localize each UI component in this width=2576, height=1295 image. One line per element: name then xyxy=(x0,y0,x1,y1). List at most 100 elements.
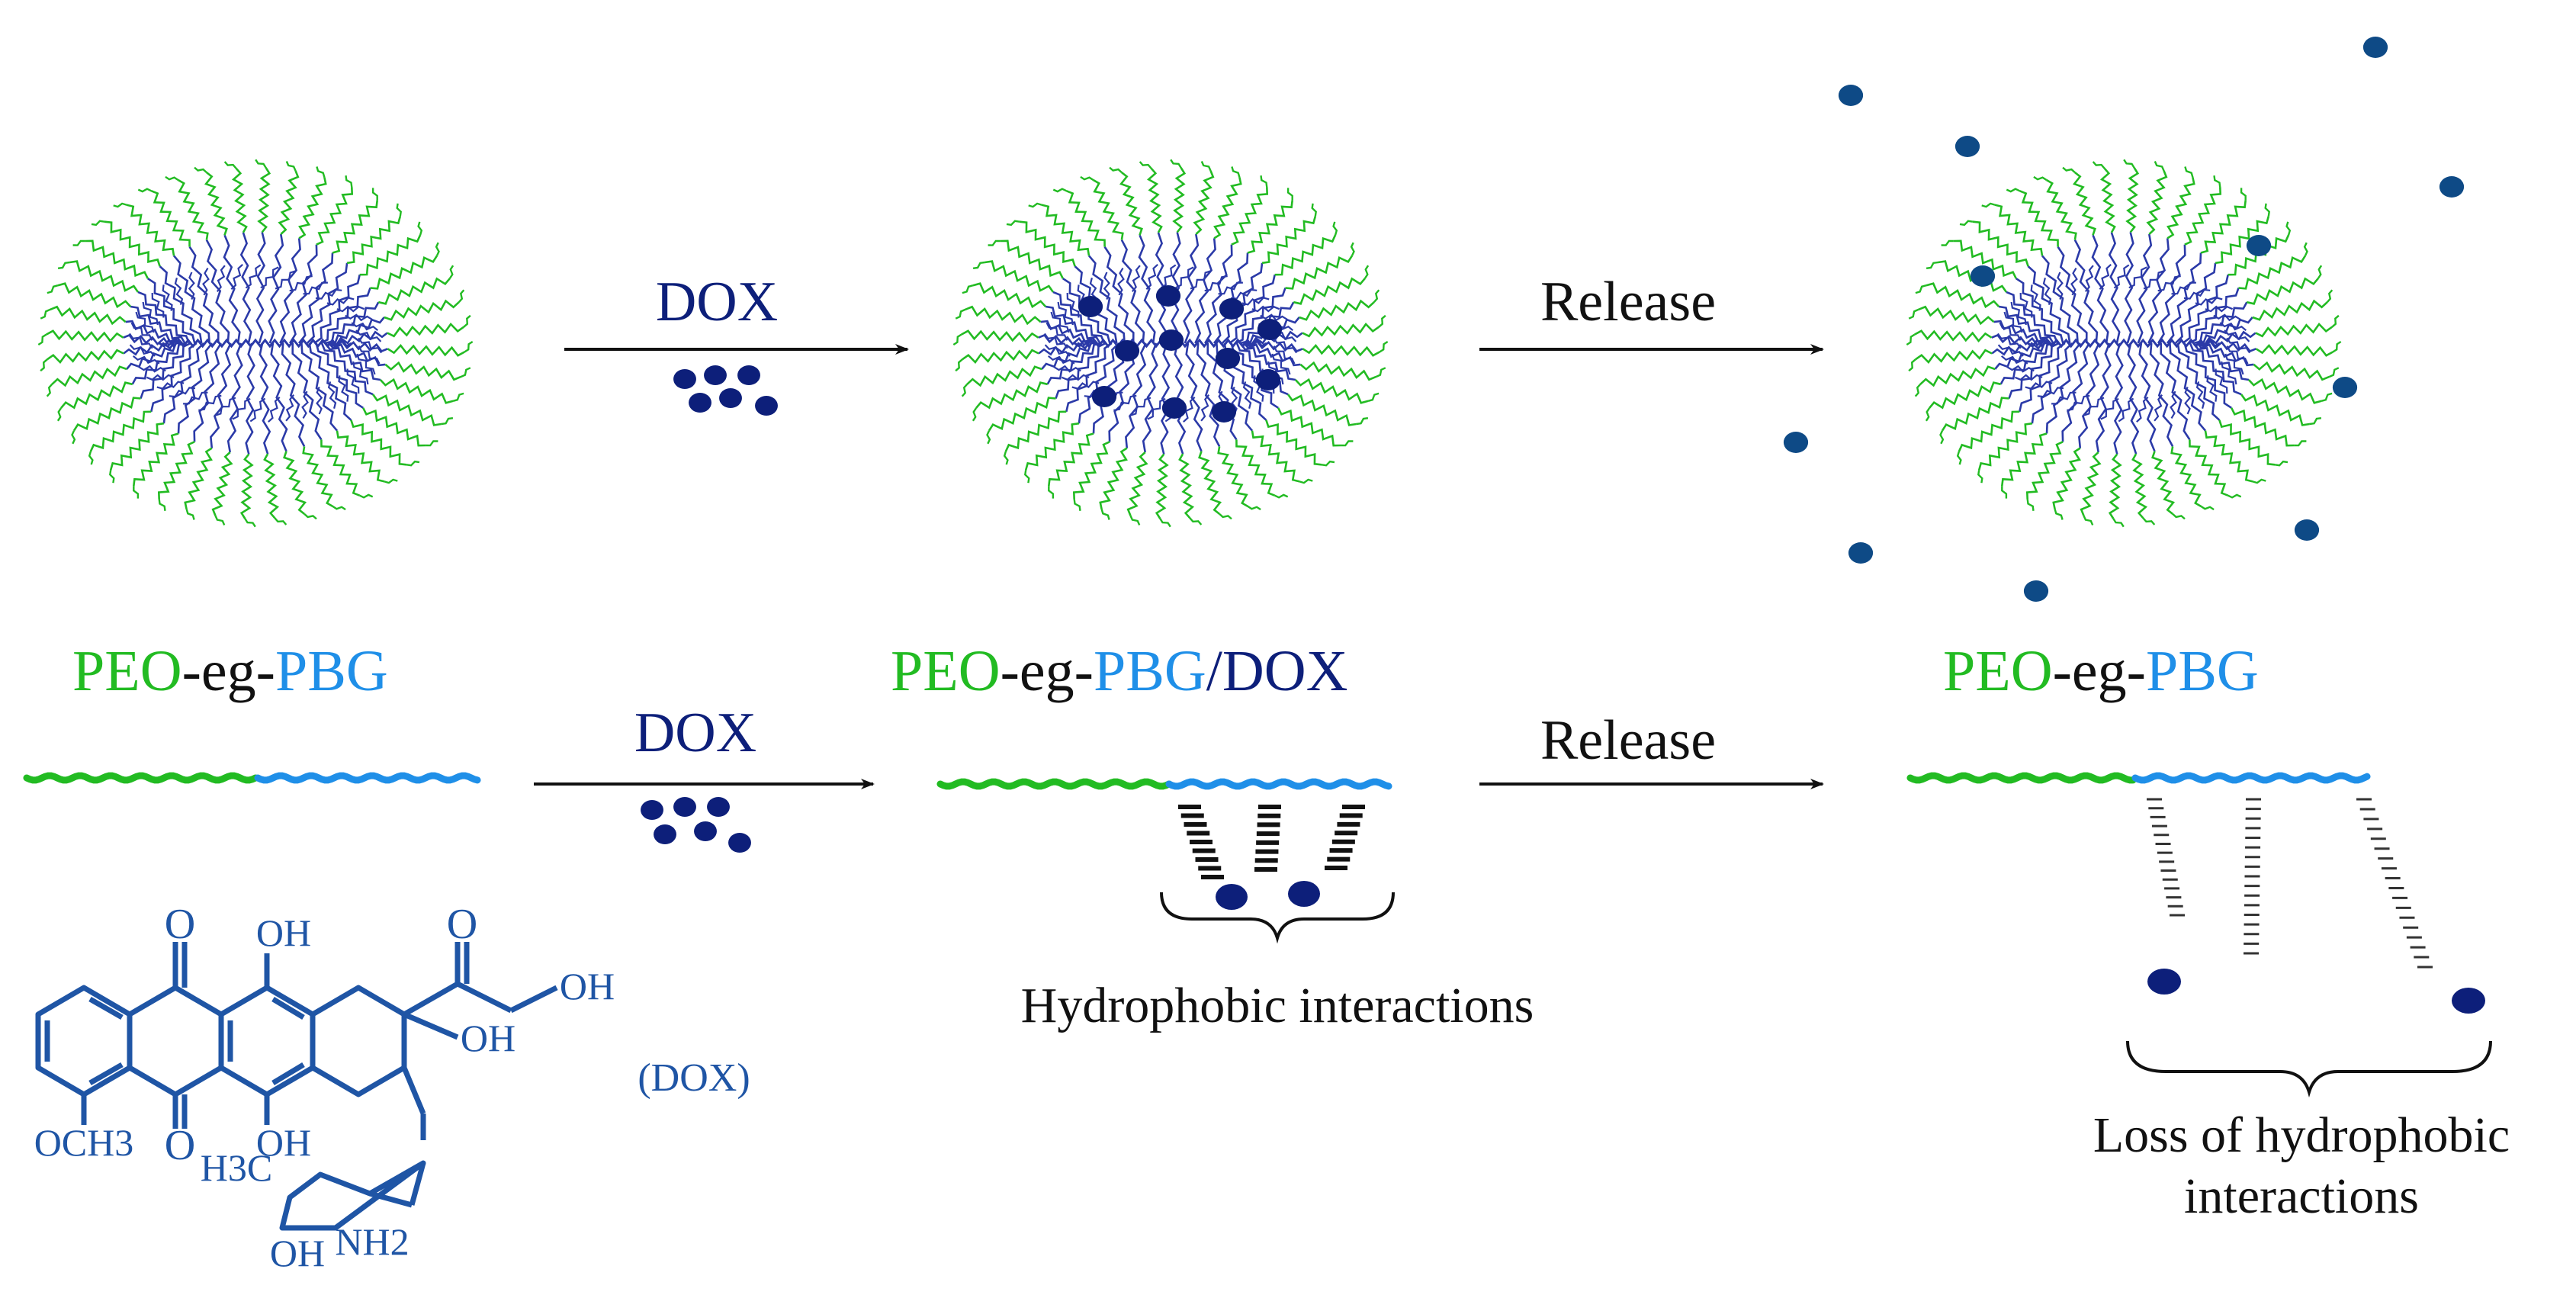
corona-chain xyxy=(231,167,248,233)
corona-tip xyxy=(1956,451,1962,465)
core-branch xyxy=(126,342,183,370)
core-branch xyxy=(1040,320,1098,344)
corona-chain xyxy=(2131,453,2148,519)
corona-tip xyxy=(1129,515,1141,525)
loss-label-line2: interactions xyxy=(2184,1168,2419,1224)
core-twig xyxy=(1057,301,1074,326)
core-branch xyxy=(2027,265,2071,344)
corona-tip xyxy=(1003,451,1009,465)
core-branch xyxy=(308,342,352,421)
corona-tip xyxy=(1321,460,1335,467)
core-twig xyxy=(1053,365,1081,373)
core-branch xyxy=(1171,232,1181,344)
corona-tip xyxy=(1080,175,1094,182)
core-branch xyxy=(1142,342,1158,453)
core-branch xyxy=(1038,339,1097,356)
broken-hydrophobic-bonds xyxy=(2147,798,2485,1014)
corona-chain xyxy=(1958,410,2020,452)
corona-chain xyxy=(1231,187,1269,246)
corona-tip xyxy=(1052,188,1067,193)
loaded-dox-molecule xyxy=(1158,329,1184,351)
core-branch xyxy=(291,342,323,441)
core-twig xyxy=(2014,374,2043,381)
corona-chain xyxy=(1155,453,1169,519)
corona-chain xyxy=(2072,172,2096,236)
core-twig xyxy=(151,292,165,318)
core-branch xyxy=(210,342,232,448)
corona-chain xyxy=(1041,204,1090,256)
corona-chain xyxy=(2200,200,2247,254)
core-branch xyxy=(300,342,338,432)
core-twig xyxy=(316,386,323,415)
core-twig xyxy=(2221,361,2237,385)
corona-chain xyxy=(966,365,1042,387)
released-dox-molecule xyxy=(1783,432,1809,453)
corona-chain xyxy=(2204,430,2253,483)
core-twig xyxy=(2195,297,2223,306)
pbg-block-mid xyxy=(1165,778,1392,790)
corona-chain xyxy=(1065,190,1106,247)
core-twig xyxy=(2170,390,2177,419)
core-branch xyxy=(328,342,386,367)
dox-loading-arrow: DOX xyxy=(564,271,909,355)
core-branch xyxy=(2136,233,2153,344)
corona-tip xyxy=(1908,358,1916,372)
corona-tip xyxy=(1006,220,1020,227)
ketone-bottom-label: O xyxy=(165,1122,195,1169)
core-branch xyxy=(2006,291,2059,344)
core-twig xyxy=(358,345,381,365)
corona-tip xyxy=(1028,202,1042,208)
core-twig xyxy=(346,368,360,394)
pbg-block-right xyxy=(2131,772,2371,784)
corona-chain xyxy=(1918,305,1995,326)
corona-chain xyxy=(1048,432,1094,487)
core-twig xyxy=(289,275,313,292)
dox-molecule xyxy=(694,821,717,841)
core-twig xyxy=(356,353,376,375)
core-branch xyxy=(123,333,181,347)
core-branch xyxy=(193,342,223,442)
core-twig xyxy=(188,272,195,300)
dox-loading-label: DOX xyxy=(656,271,778,333)
core-twig xyxy=(2213,313,2241,322)
corona-tip xyxy=(1274,493,1289,499)
core-branch xyxy=(2016,278,2064,344)
corona-tip xyxy=(2294,440,2307,447)
corona-chain xyxy=(72,397,141,432)
dox-molecule xyxy=(719,388,742,408)
released-dox-molecule xyxy=(2023,580,2049,602)
corona-tip xyxy=(1170,159,1182,169)
dox-molecules-group-bottom xyxy=(641,797,751,853)
corona-chain xyxy=(372,394,442,426)
corona-chain xyxy=(1146,167,1163,233)
core-branch xyxy=(2147,238,2170,344)
corona-chain xyxy=(2045,178,2077,240)
released-dox-molecule xyxy=(1970,265,1996,287)
loaded-dox-molecule xyxy=(1091,386,1117,407)
corona-chain xyxy=(126,204,175,256)
corona-tip xyxy=(1159,518,1171,528)
core-branch xyxy=(1203,244,1233,344)
corona-tip xyxy=(2332,340,2342,353)
core-branch xyxy=(1038,333,1097,347)
released-dox-molecule xyxy=(1954,136,1980,157)
core-branch xyxy=(328,317,385,345)
corona-chain xyxy=(1178,453,1195,519)
corona-tip xyxy=(396,203,402,217)
core-twig xyxy=(2226,345,2249,365)
corona-chain xyxy=(69,260,139,293)
corona-tip xyxy=(2252,478,2266,484)
corona-chain xyxy=(1287,394,1357,426)
corona-tip xyxy=(1959,220,1974,227)
corona-chain xyxy=(1019,220,1076,267)
core-branch xyxy=(329,339,388,353)
core-twig xyxy=(142,301,159,326)
core-twig xyxy=(1253,375,1264,402)
corona-chain xyxy=(1126,451,1148,516)
corona-tip xyxy=(961,384,968,397)
core-twig xyxy=(249,397,266,423)
corona-chain xyxy=(85,239,149,279)
core-branch xyxy=(1183,233,1200,344)
core-twig xyxy=(285,394,295,422)
